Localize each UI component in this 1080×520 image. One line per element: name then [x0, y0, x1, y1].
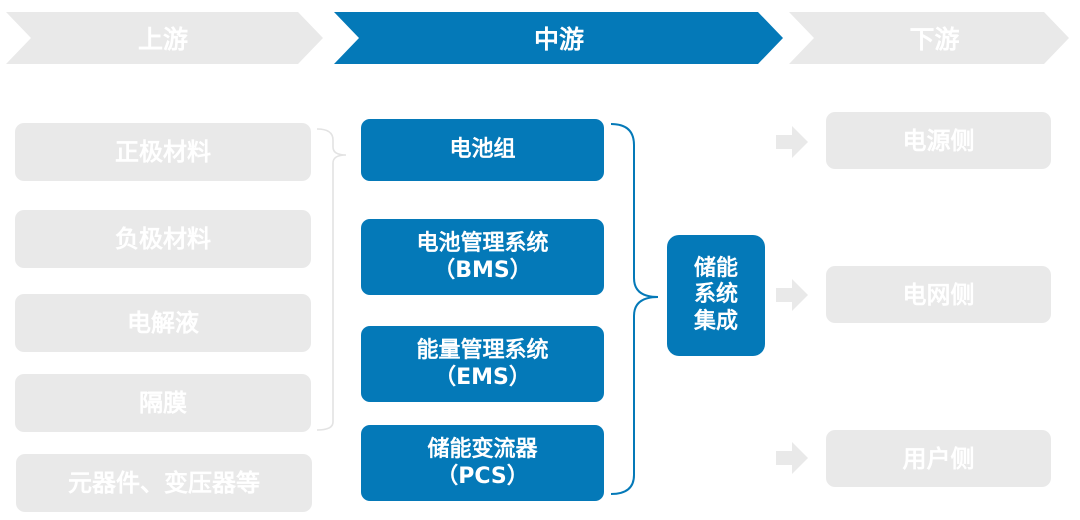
chevron-shape-upstream [6, 12, 323, 64]
item-label: 电网侧 [902, 280, 975, 309]
upstream-item-cathode: 正极材料 [15, 123, 311, 181]
right-arrow-icon [776, 126, 808, 158]
right-arrow-icon [776, 279, 808, 311]
upstream-item-anode: 负极材料 [15, 210, 311, 268]
component-ems: 能量管理系统 （EMS） [361, 326, 604, 402]
stage-downstream: 下游 [789, 12, 1080, 64]
integration-label-line: 储能 [693, 255, 738, 281]
item-label: 隔膜 [139, 389, 187, 417]
integration-label-line: 系统 [693, 282, 738, 308]
component-label: 电池组 [449, 137, 516, 163]
component-abbr: （EMS） [434, 365, 531, 390]
stage-label: 下游 [909, 25, 960, 54]
component-label: 能量管理系统 [416, 337, 549, 363]
component-abbr: （BMS） [433, 258, 532, 283]
component-label: 电池管理系统 [416, 230, 549, 256]
item-label: 电源侧 [902, 126, 975, 155]
component-pcs: 储能变流器 （PCS） [361, 425, 604, 501]
item-label: 元器件、变压器等 [68, 469, 260, 497]
item-label: 电解液 [127, 309, 199, 337]
component-battery-pack: 电池组 [361, 119, 604, 181]
upstream-item-separator: 隔膜 [15, 374, 311, 432]
downstream-item-user-side: 用户侧 [826, 430, 1051, 487]
stage-midstream: 中游 [334, 12, 784, 64]
system-integration: 储能 系统 集成 [667, 235, 765, 356]
item-label: 用户侧 [902, 444, 975, 473]
upstream-item-components: 元器件、变压器等 [16, 454, 312, 512]
chevron-shape-downstream [789, 12, 1069, 64]
component-bms: 电池管理系统 （BMS） [361, 219, 604, 295]
right-arrow-icon [776, 442, 808, 474]
item-label: 正极材料 [115, 138, 211, 166]
integration-label-line: 集成 [693, 308, 738, 334]
stage-upstream: 上游 [0, 12, 326, 64]
downstream-item-grid-side: 电网侧 [826, 266, 1051, 323]
chevron-shape-midstream [334, 12, 783, 64]
item-label: 负极材料 [115, 225, 211, 253]
component-abbr: （PCS） [436, 464, 529, 489]
stage-label: 中游 [533, 25, 584, 54]
component-label: 储能变流器 [427, 436, 538, 462]
upstream-item-electrolyte: 电解液 [15, 294, 311, 352]
downstream-item-generation-side: 电源侧 [826, 112, 1051, 169]
midstream-bracket [610, 123, 659, 495]
upstream-bracket [316, 128, 347, 431]
stage-label: 上游 [137, 25, 188, 54]
